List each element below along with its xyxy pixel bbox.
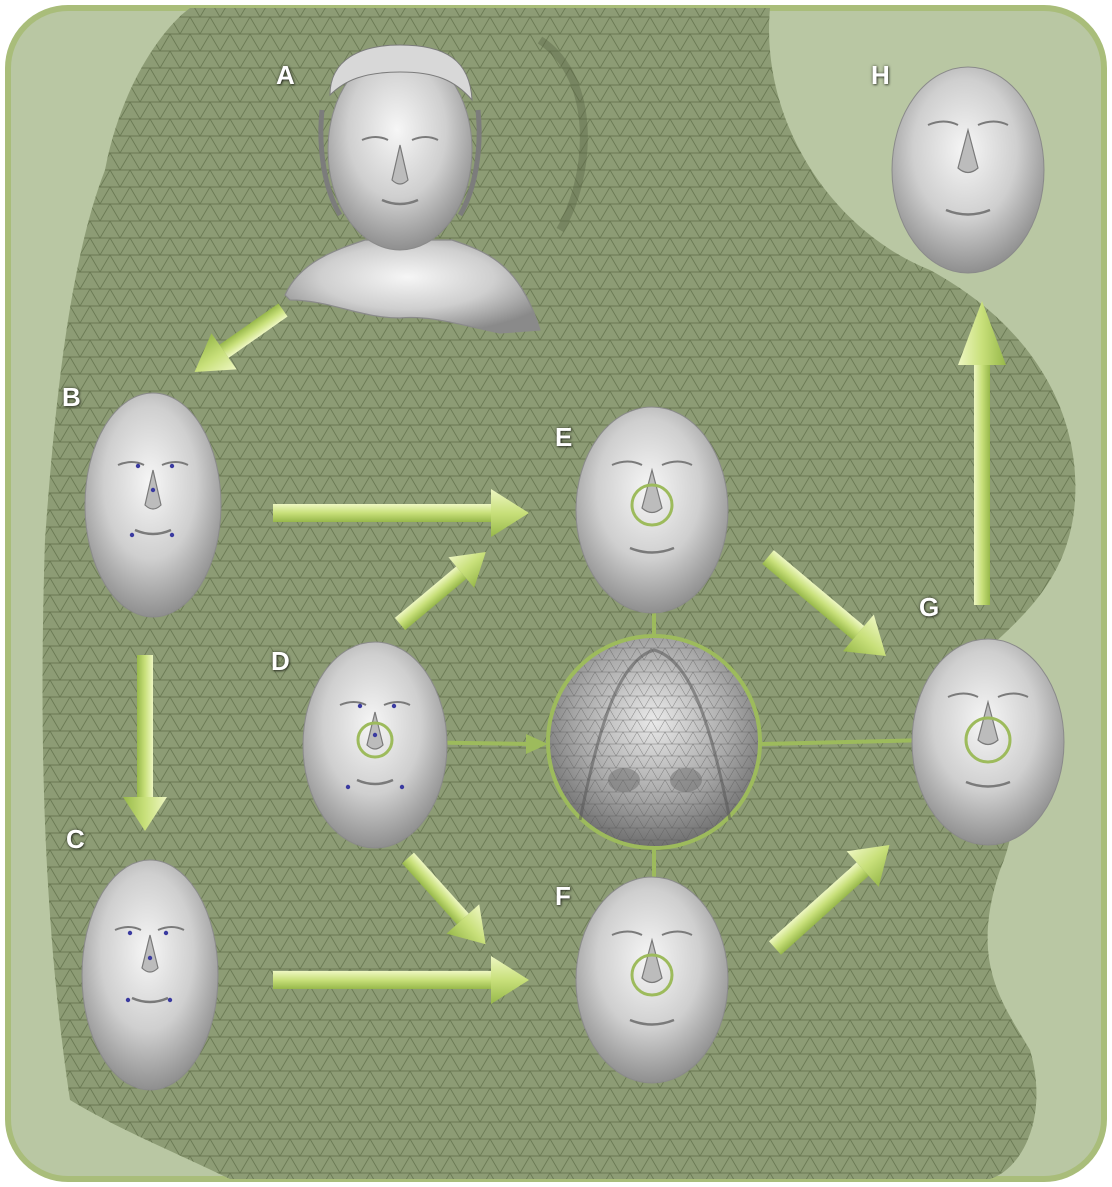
label-f: F	[555, 883, 571, 909]
label-e: E	[555, 424, 572, 450]
face-h-final	[892, 67, 1044, 273]
label-d: D	[271, 648, 290, 674]
face-g-registered	[912, 639, 1064, 845]
label-b: B	[62, 384, 81, 410]
face-d-template	[303, 642, 447, 848]
label-c: C	[66, 826, 85, 852]
label-h: H	[871, 62, 890, 88]
face-e-registered	[576, 407, 728, 613]
label-a: A	[276, 62, 295, 88]
face-b-landmarked	[85, 393, 221, 617]
face-f-registered	[576, 877, 728, 1083]
nose-mesh-zoom	[548, 636, 760, 848]
label-g: G	[919, 594, 939, 620]
face-c-landmarked	[82, 860, 218, 1090]
